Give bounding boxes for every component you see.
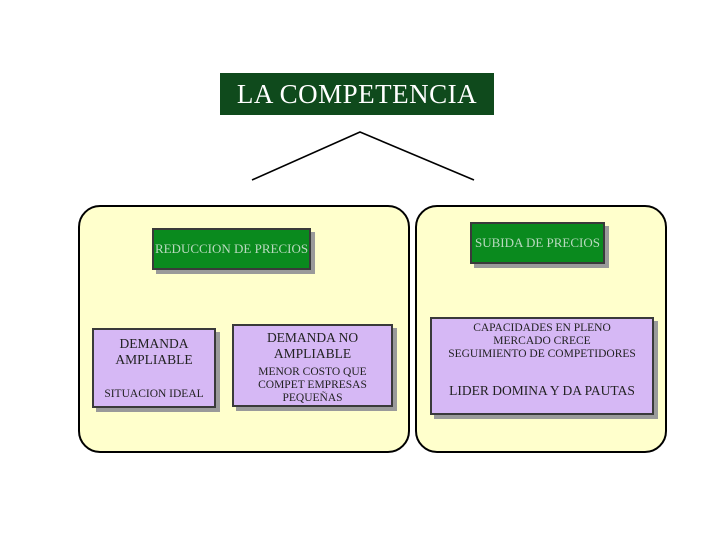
capacidades-label: CAPACIDADES EN PLENO (473, 322, 611, 334)
capacidades-box: CAPACIDADES EN PLENO MERCADO CRECE SEGUI… (430, 317, 654, 415)
demanda-ampliable-label: DEMANDA AMPLIABLE (115, 336, 193, 367)
subida-precios-box: SUBIDA DE PRECIOS (470, 222, 605, 264)
lider-domina-label: LIDER DOMINA Y DA PAUTAS (449, 383, 635, 398)
diagram-title: LA COMPETENCIA (220, 73, 494, 115)
seguimiento-label: SEGUIMIENTO DE COMPETIDORES (448, 348, 636, 360)
reduccion-precios-label: REDUCCION DE PRECIOS (154, 241, 309, 256)
reduccion-precios-box: REDUCCION DE PRECIOS (152, 228, 311, 270)
demanda-ampliable-box: DEMANDA AMPLIABLE SITUACION IDEAL (92, 328, 216, 408)
demanda-no-ampliable-box: DEMANDA NO AMPLIABLE MENOR COSTO QUE COM… (232, 324, 393, 407)
subida-precios-label: SUBIDA DE PRECIOS (475, 235, 600, 250)
menor-costo-label: MENOR COSTO QUE COMPET EMPRESAS PEQUEÑAS (258, 366, 367, 404)
mercado-crece-label: MERCADO CRECE (493, 335, 591, 347)
title-branch-connector (251, 131, 475, 181)
situacion-ideal-label: SITUACION IDEAL (104, 388, 204, 400)
demanda-no-ampliable-label: DEMANDA NO AMPLIABLE (266, 330, 359, 361)
